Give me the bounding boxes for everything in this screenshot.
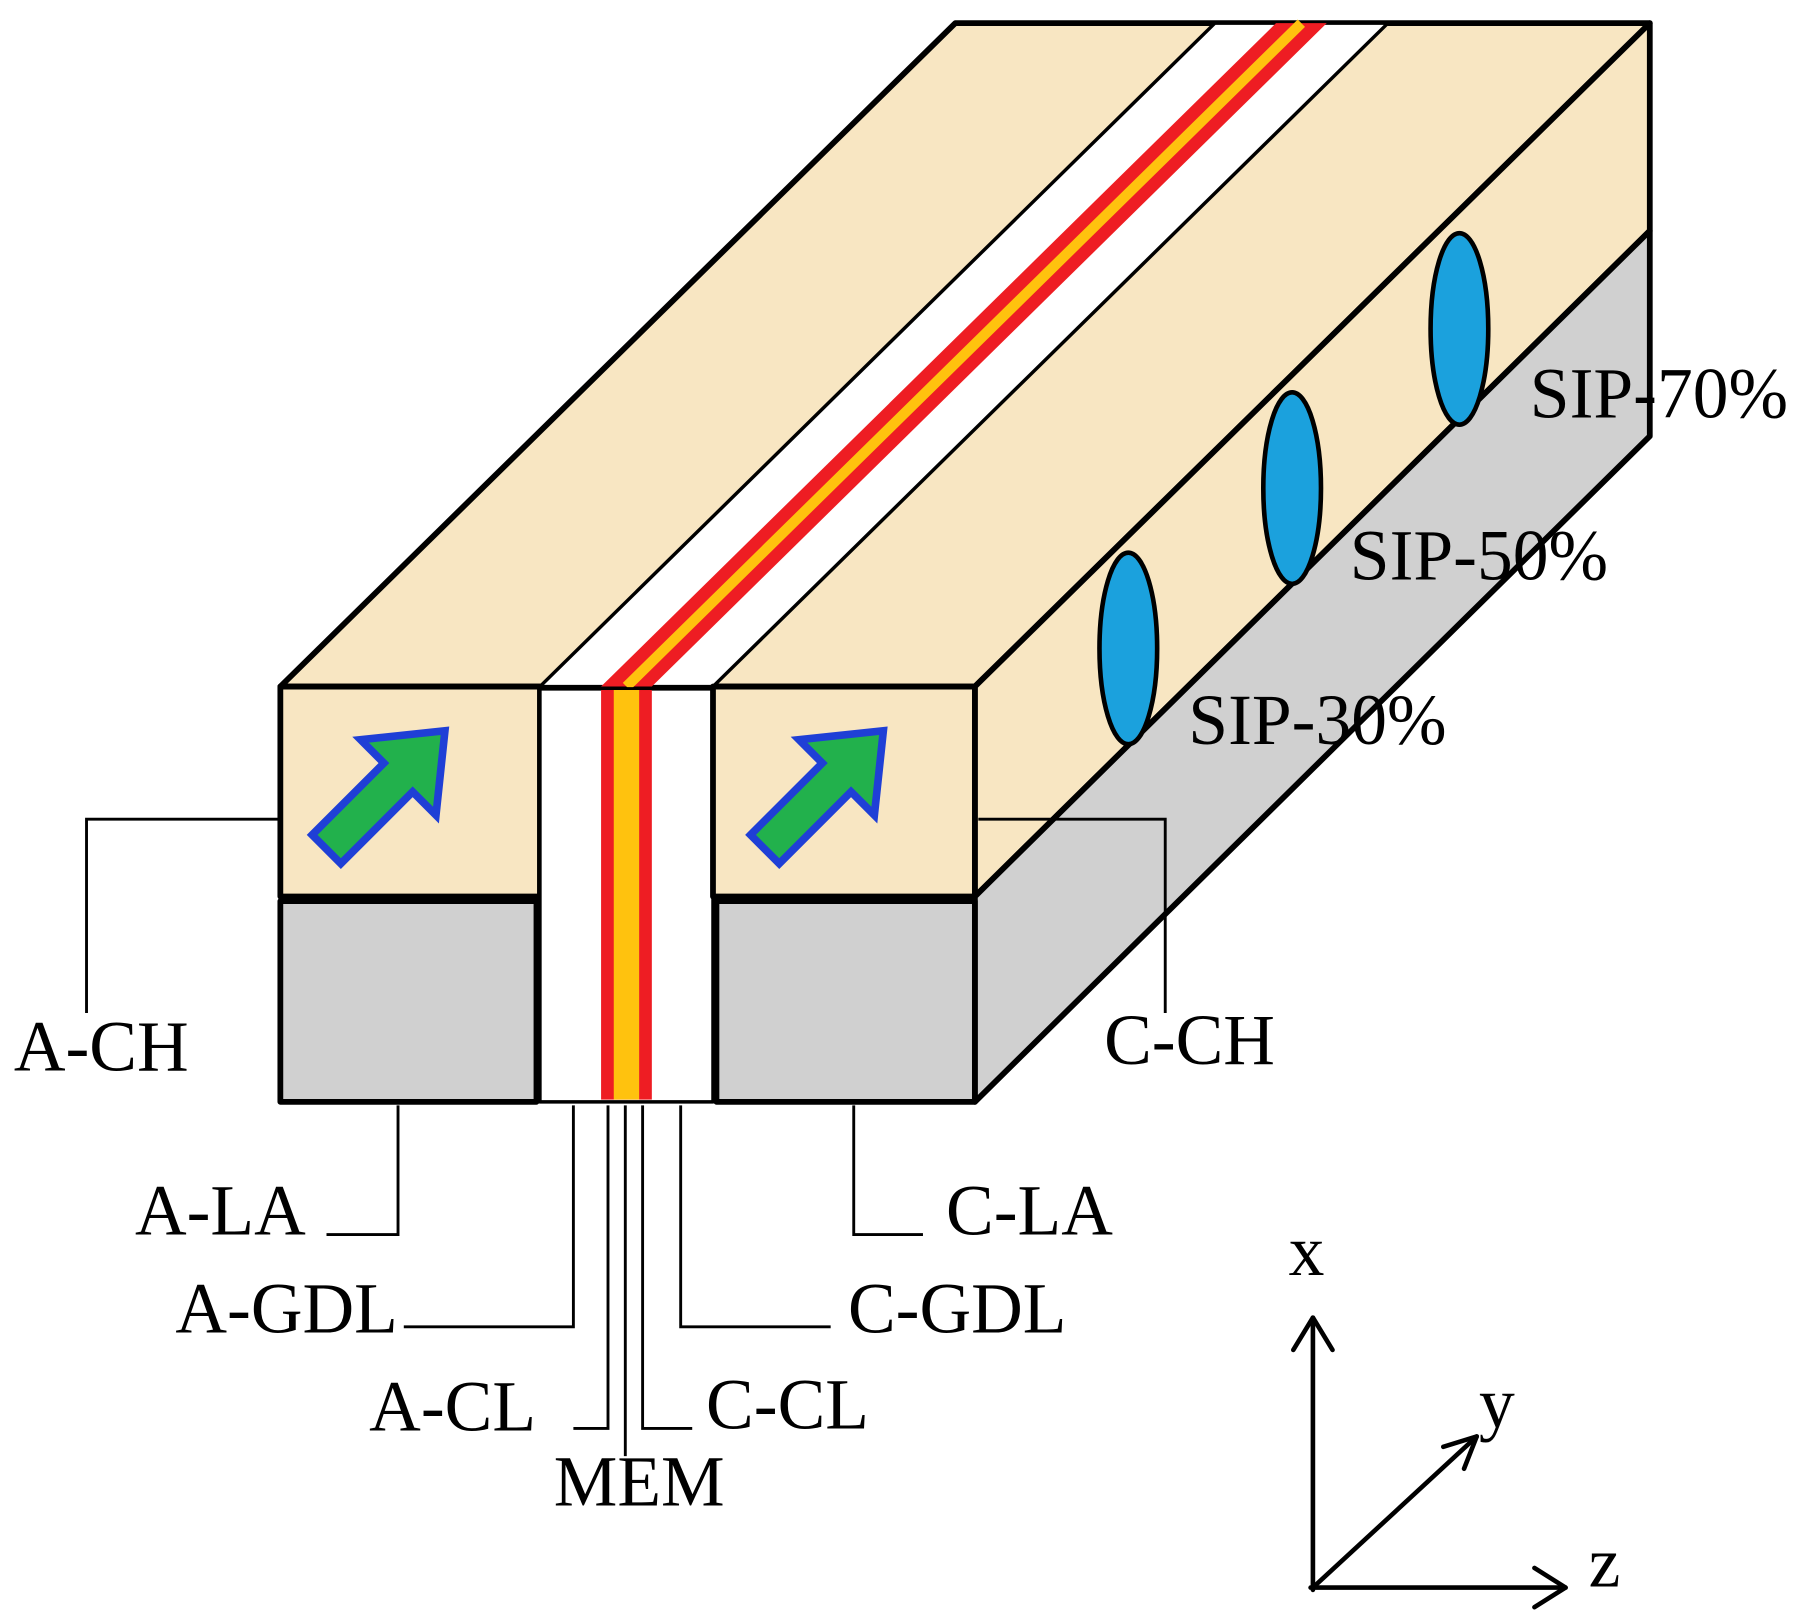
leader-line-c-cl [641, 1105, 693, 1430]
cathode-flow-arrow-icon [745, 726, 888, 869]
anode-flow-arrow-icon [306, 726, 450, 869]
label-a-la: A-LA [135, 1172, 306, 1251]
cathode-land [713, 898, 978, 1105]
cathode-flow-arrow-shape [745, 726, 888, 869]
axis-y-arrow [1310, 1434, 1480, 1590]
leader-line-c-la [852, 1105, 923, 1237]
label-a-ch: A-CH [14, 1008, 189, 1087]
sip-label-50: SIP-50% [1350, 516, 1608, 595]
label-mem: MEM [554, 1443, 725, 1522]
leader-line-a-gdl [403, 1105, 575, 1329]
label-c-cl: C-CL [706, 1365, 869, 1444]
leader-line-c-gdl [679, 1105, 831, 1329]
anode-flow-arrow-shape [306, 726, 450, 869]
membrane-band [613, 690, 640, 1100]
axis-z-label: z [1589, 1523, 1621, 1602]
axis-z-arrowhead [1532, 1565, 1568, 1610]
sip-label-30: SIP-30% [1188, 681, 1446, 760]
label-c-la: C-LA [946, 1172, 1113, 1251]
label-c-gdl: C-GDL [848, 1270, 1067, 1349]
leader-line-a-ch [85, 817, 279, 1014]
sip-marker-30 [1097, 550, 1160, 747]
top-face [277, 19, 1653, 691]
top-face-membrane-band [622, 19, 1306, 691]
leader-line-c-ch [978, 817, 1167, 1014]
leader-line-a-cl [573, 1105, 610, 1430]
axis-x-arrowhead [1290, 1315, 1335, 1353]
anode-land [277, 898, 540, 1105]
label-a-cl: A-CL [369, 1368, 536, 1447]
sip-marker-50 [1260, 390, 1324, 587]
leader-line-a-la [326, 1105, 400, 1237]
label-a-gdl: A-GDL [175, 1270, 397, 1349]
axis-y-arrowhead [1440, 1434, 1480, 1472]
axis-x-label: x [1289, 1212, 1325, 1291]
axis-y-label: y [1479, 1364, 1515, 1443]
label-c-ch: C-CH [1104, 1001, 1275, 1080]
sip-label-70: SIP-70% [1530, 355, 1788, 434]
sip-marker-70 [1428, 230, 1491, 427]
coordinate-axes: x y z [1289, 1212, 1621, 1610]
